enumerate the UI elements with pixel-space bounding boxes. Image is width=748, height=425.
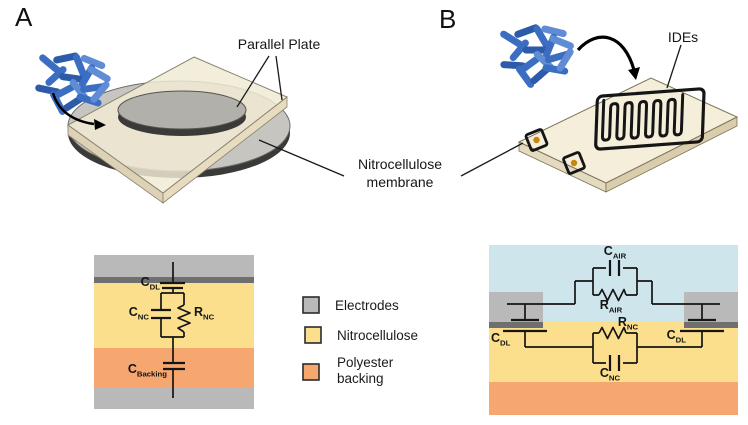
resistor-zigzag: [598, 326, 627, 340]
leader-line-membrane-right: [460, 142, 524, 177]
circuit-b-wires: [503, 260, 724, 371]
polyester-backing-layer: [489, 382, 738, 415]
leader-line-ides: [666, 44, 682, 89]
legend-label-polyester: Polyester backing: [337, 355, 394, 386]
resistor-zigzag: [177, 304, 191, 333]
parallel-plate-device: [34, 51, 345, 204]
electrode-right-interface: [684, 322, 738, 328]
legend: Electrodes Nitrocellulose Polyester back…: [296, 288, 471, 403]
ides-label: IDEs: [667, 29, 699, 45]
panel-b-tag: B: [439, 4, 457, 34]
leader-lines-parallel-plate: [236, 55, 283, 108]
drop-arrow-icon: [51, 92, 106, 130]
ide-pattern: [594, 87, 706, 151]
label-r-air: RAIR: [599, 298, 623, 315]
ide-device: [460, 18, 739, 193]
electrode-interface-layer: [94, 277, 254, 283]
label-c-dl-left: CDL: [491, 331, 511, 348]
electrode-left-interface: [489, 322, 543, 328]
label-c-backing: CBacking: [127, 362, 167, 379]
electrode-layer-top: [94, 255, 254, 277]
label-r-nc: RNC: [194, 305, 215, 322]
legend-swatch-electrodes: [302, 296, 321, 315]
parallel-plate-label: Parallel Plate: [237, 36, 321, 52]
device-illustrations: [34, 18, 739, 204]
circuit-a-wires: [151, 262, 191, 398]
legend-label-electrodes: Electrodes: [335, 298, 399, 313]
nitrocellulose-membrane-label: Nitrocellulose membrane: [357, 156, 443, 191]
label-c-dl: CDL: [140, 275, 160, 292]
panel-a-tag: A: [15, 2, 33, 32]
legend-swatch-polyester: [302, 363, 321, 382]
drop-arrow-icon: [576, 35, 640, 80]
resistor-zigzag: [598, 288, 627, 302]
electrode-layer-bottom: [94, 388, 254, 409]
label-c-dl-right: CDL: [666, 328, 686, 345]
legend-swatch-nitrocellulose: [304, 326, 323, 345]
circuit-b: CAIR RAIR RNC CNC CDL CDL: [489, 244, 738, 415]
bacteria-cluster-icon: [494, 18, 581, 94]
circuit-a: CDL CNC RNC CBacking: [94, 255, 254, 409]
top-plate-disc: [117, 90, 247, 130]
ide-contact-pads: [524, 128, 586, 175]
label-c-nc: CNC: [599, 366, 621, 383]
label-c-nc: CNC: [128, 305, 149, 322]
label-c-air: CAIR: [603, 244, 627, 261]
leader-line-membrane-left: [258, 139, 345, 177]
electrode-left: [489, 292, 543, 322]
label-r-nc: RNC: [617, 315, 639, 332]
legend-label-nitrocellulose: Nitrocellulose: [337, 328, 419, 343]
electrode-right: [684, 292, 738, 322]
